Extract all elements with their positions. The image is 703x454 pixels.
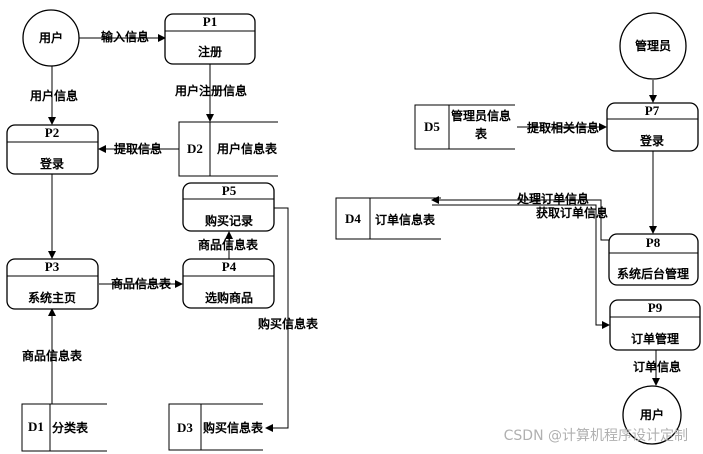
process-id: P3 — [45, 259, 60, 274]
process-p5: P5 购买记录 — [182, 182, 275, 232]
flow-p8-to-d4 — [431, 196, 609, 241]
process-p4: P4 选购商品 — [182, 258, 275, 309]
process-id: P4 — [222, 259, 237, 274]
flow-label-user-reg-info: 用户注册信息 — [174, 83, 247, 98]
entity-label: 用户 — [38, 30, 63, 45]
process-p9: P9 订单管理 — [609, 299, 701, 351]
flow-label-product-info-p4: 商品信息表 — [111, 276, 172, 291]
store-name-line2: 表 — [474, 126, 488, 141]
store-id: D1 — [28, 419, 44, 434]
process-id: P7 — [645, 103, 660, 118]
entity-user-top: 用户 — [22, 9, 80, 67]
process-p3: P3 系统主页 — [6, 258, 99, 310]
process-id: P9 — [648, 300, 663, 315]
flow-label-input-info: 输入信息 — [101, 29, 149, 44]
store-d2: D2 用户信息表 — [178, 121, 278, 177]
process-id: P2 — [45, 125, 59, 140]
store-name-line1: 管理员信息 — [451, 108, 511, 123]
store-name: 购买信息表 — [203, 420, 264, 435]
process-name: 购买记录 — [205, 213, 253, 228]
flow-label-process-order: 处理订单信息 — [516, 191, 589, 206]
process-p8: P8 系统后台管理 — [608, 233, 699, 286]
store-id: D3 — [177, 420, 193, 435]
store-id: D2 — [187, 141, 203, 156]
process-name: 登录 — [39, 156, 64, 171]
process-id: P8 — [646, 235, 661, 250]
store-id: D4 — [345, 211, 361, 226]
process-id: P5 — [222, 183, 237, 198]
process-name: 选购商品 — [205, 290, 253, 305]
store-name: 用户信息表 — [216, 141, 278, 156]
flow-label-extract-related: 提取相关信息 — [527, 120, 599, 135]
entity-user-bottom: 用户 — [622, 385, 682, 445]
flow-label-product-info-p5: 商品信息表 — [198, 237, 259, 252]
watermark-text: CSDN @计算机程序设计定制 — [504, 428, 688, 444]
flow-d4-to-p9 — [432, 204, 610, 329]
flow-label-user-info: 用户信息 — [29, 88, 78, 103]
process-name: 订单管理 — [631, 331, 679, 346]
process-name: 登录 — [639, 133, 664, 148]
process-name: 系统后台管理 — [617, 266, 689, 281]
entity-label: 管理员 — [635, 38, 671, 53]
process-name: 系统主页 — [28, 290, 76, 305]
process-p7: P7 登录 — [606, 102, 699, 152]
flow-label-order-info: 订单信息 — [633, 359, 681, 374]
store-d1: D1 分类表 — [21, 403, 107, 452]
flow-lines — [48, 34, 660, 432]
process-id: P1 — [203, 14, 217, 29]
flow-label-get-order: 获取订单信息 — [535, 205, 608, 220]
store-d3: D3 购买信息表 — [168, 403, 264, 451]
process-name: 注册 — [198, 44, 222, 59]
store-name: 分类表 — [52, 420, 89, 435]
store-d5: D5 管理员信息 表 — [414, 104, 515, 150]
process-p2: P2 登录 — [6, 124, 99, 175]
entity-admin: 管理员 — [619, 12, 687, 80]
flow-label-extract-info: 提取信息 — [114, 141, 162, 156]
store-d4: D4 订单信息表 — [335, 197, 441, 240]
entity-label: 用户 — [639, 407, 664, 422]
process-p1: P1 注册 — [164, 13, 256, 65]
store-name: 订单信息表 — [375, 212, 436, 227]
flow-label-purchase-info: 购买信息表 — [258, 316, 319, 331]
flow-label-product-info-d1: 商品信息表 — [22, 348, 83, 363]
flow-labels: 输入信息 用户信息 用户注册信息 提取信息 商品信息表 商品信息表 商品信息表 … — [22, 29, 681, 374]
flow-p5-to-d3 — [265, 207, 289, 432]
store-id: D5 — [424, 119, 440, 134]
